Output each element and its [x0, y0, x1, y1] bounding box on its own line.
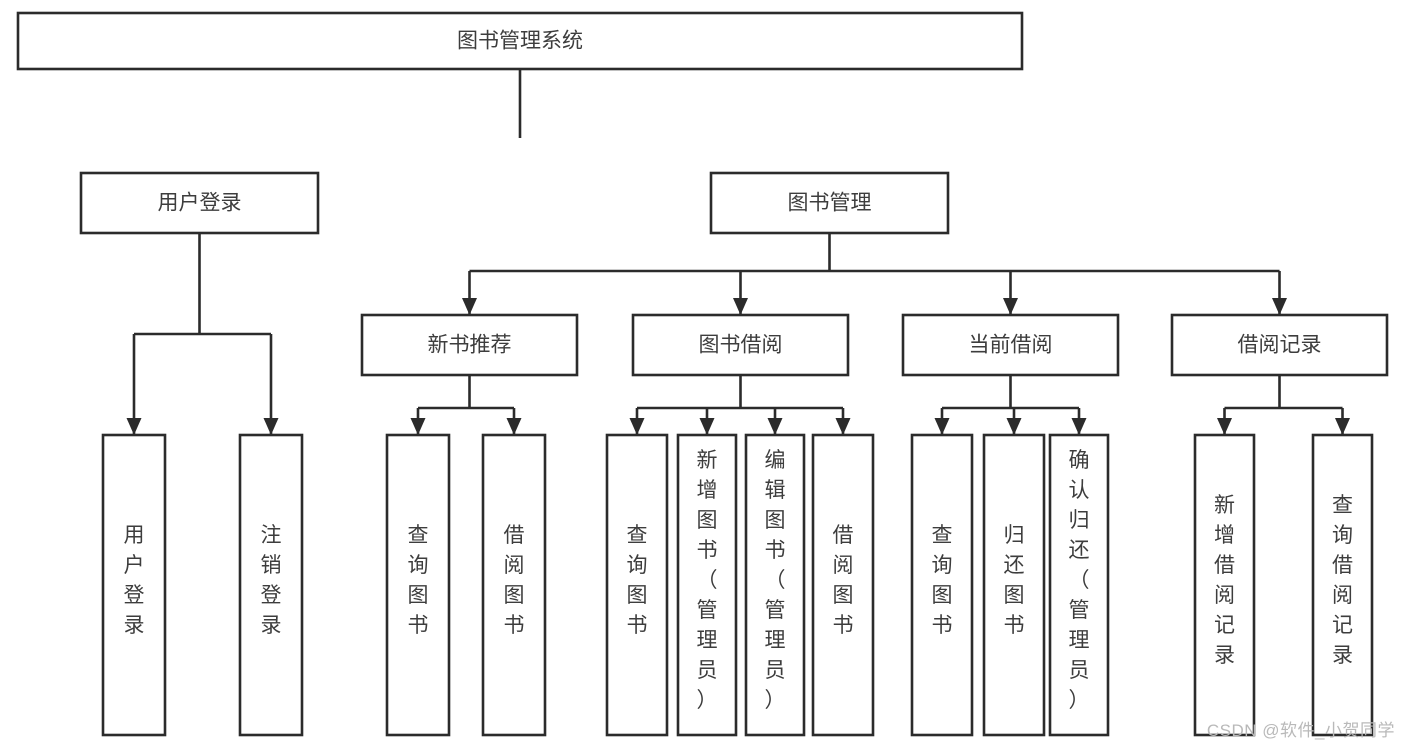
arrow-head-icon: [1003, 298, 1018, 315]
node-label: 借阅图书: [504, 524, 525, 637]
node-label: 图书管理系统: [457, 30, 583, 53]
arrow-head-icon: [1006, 418, 1022, 435]
node-图书管理[interactable]: 图书管理: [709, 171, 950, 235]
node-注销登录[interactable]: 注销登录: [238, 433, 304, 737]
arrow-head-icon: [1272, 298, 1287, 315]
arrow-head-icon: [1335, 418, 1350, 435]
node-box: [709, 171, 950, 235]
node-box: [811, 433, 875, 737]
arrow-head-icon: [733, 298, 748, 315]
node-box: [16, 11, 1024, 71]
arrow-head-icon: [410, 418, 426, 435]
arrow-head-icon: [462, 298, 477, 315]
arrow-head-icon: [506, 418, 522, 435]
node-box: [1193, 433, 1256, 737]
node-图书借阅[interactable]: 图书借阅: [631, 313, 850, 377]
node-用户登录[interactable]: 用户登录: [101, 433, 167, 737]
node-label: 查询图书: [408, 524, 429, 637]
node-label: 查询图书: [932, 524, 953, 637]
node-图书管理系统[interactable]: 图书管理系统: [16, 11, 1024, 71]
connector-group-node-图书管理: [462, 233, 1287, 315]
arrow-head-icon: [126, 418, 142, 435]
node-借阅图书[interactable]: 借阅图书: [811, 433, 875, 737]
connector-group-node-用户登录: [126, 233, 279, 435]
node-label: 查询图书: [627, 524, 648, 637]
node-查询图书[interactable]: 查询图书: [605, 433, 669, 737]
node-label: 注销登录: [261, 524, 282, 637]
node-box: [1170, 313, 1389, 377]
arrow-head-icon: [767, 418, 783, 435]
node-label: 新增图书（管理员）: [697, 449, 718, 712]
connector-group-node-新书推荐: [410, 375, 522, 435]
node-label: 借阅图书: [833, 524, 854, 637]
node-确认归还管理员[interactable]: 确认归还（管理员）: [1048, 433, 1110, 737]
node-查询图书[interactable]: 查询图书: [385, 433, 451, 737]
arrow-head-icon: [934, 418, 950, 435]
node-box: [605, 433, 669, 737]
arrow-head-icon: [1217, 418, 1232, 435]
node-label: 图书借阅: [699, 334, 783, 357]
node-box: [481, 433, 547, 737]
connector-group-node-当前借阅: [934, 375, 1087, 435]
arrow-head-icon: [629, 418, 645, 435]
node-label: 用户登录: [158, 192, 242, 215]
arrow-head-icon: [263, 418, 279, 435]
node-box: [1311, 433, 1374, 737]
arrow-head-icon: [699, 418, 715, 435]
node-box: [901, 313, 1120, 377]
node-box: [910, 433, 974, 737]
node-label: 查询借阅记录: [1332, 494, 1353, 667]
node-label: 借阅记录: [1238, 334, 1322, 357]
node-label: 新增借阅记录: [1214, 494, 1235, 667]
connector-layer: [126, 69, 1350, 435]
node-box: [631, 313, 850, 377]
node-查询借阅记录[interactable]: 查询借阅记录: [1311, 433, 1374, 737]
node-编辑图书管理员[interactable]: 编辑图书（管理员）: [744, 433, 806, 737]
connector-group-node-借阅记录: [1217, 375, 1350, 435]
arrow-head-icon: [1071, 418, 1087, 435]
node-label: 当前借阅: [969, 334, 1053, 357]
node-借阅图书[interactable]: 借阅图书: [481, 433, 547, 737]
node-box: [79, 171, 320, 235]
node-box: [1048, 433, 1110, 737]
node-box: [101, 433, 167, 737]
node-box: [238, 433, 304, 737]
node-查询图书[interactable]: 查询图书: [910, 433, 974, 737]
node-用户登录[interactable]: 用户登录: [79, 171, 320, 235]
node-label: 编辑图书（管理员）: [765, 449, 786, 712]
arrow-head-icon: [835, 418, 851, 435]
node-box: [744, 433, 806, 737]
node-box: [676, 433, 738, 737]
node-新书推荐[interactable]: 新书推荐: [360, 313, 579, 377]
node-新增图书管理员[interactable]: 新增图书（管理员）: [676, 433, 738, 737]
node-box: [360, 313, 579, 377]
node-归还图书[interactable]: 归还图书: [982, 433, 1046, 737]
node-box: [385, 433, 451, 737]
node-layer: 图书管理系统用户登录图书管理新书推荐图书借阅当前借阅借阅记录用户登录注销登录查询…: [16, 11, 1389, 737]
connector-group-node-图书借阅: [629, 375, 851, 435]
node-新增借阅记录[interactable]: 新增借阅记录: [1193, 433, 1256, 737]
node-box: [982, 433, 1046, 737]
node-借阅记录[interactable]: 借阅记录: [1170, 313, 1389, 377]
node-label: 确认归还（管理员）: [1069, 449, 1090, 712]
node-当前借阅[interactable]: 当前借阅: [901, 313, 1120, 377]
node-label: 归还图书: [1004, 524, 1025, 637]
node-label: 用户登录: [124, 524, 145, 637]
node-label: 图书管理: [788, 192, 872, 215]
node-label: 新书推荐: [428, 334, 512, 357]
